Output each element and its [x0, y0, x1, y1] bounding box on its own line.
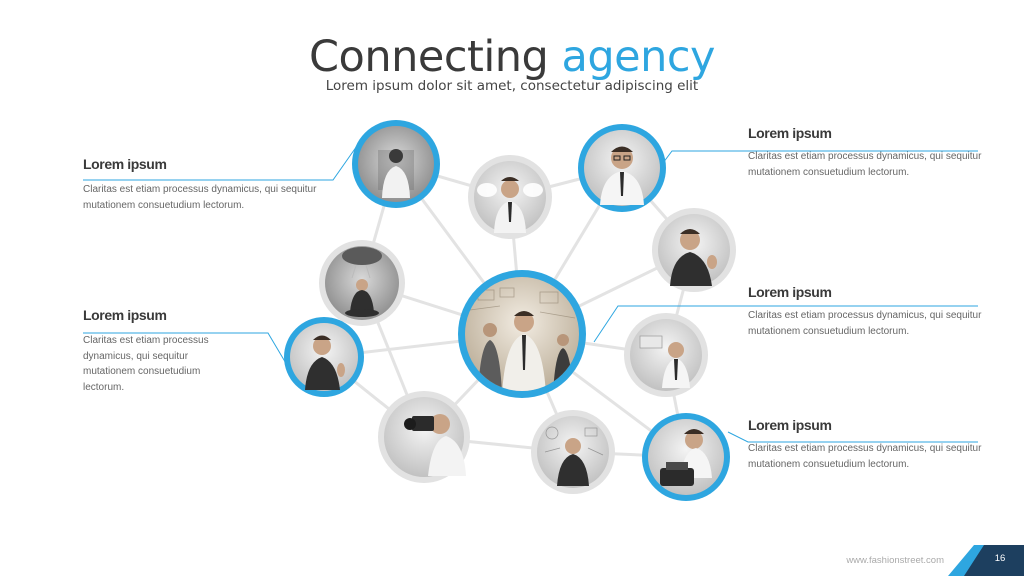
title-main: Connecting	[309, 32, 549, 82]
callout-body: Claritas est etiam processus dynamicus, …	[748, 310, 982, 337]
callout-middle-right: Lorem ipsum Claritas est etiam processus…	[748, 284, 983, 339]
slide-title: Connecting agency	[0, 30, 1024, 84]
callout-body: Claritas est etiam processus dynamicus, …	[748, 151, 982, 178]
callout-bottom-right: Lorem ipsum Claritas est etiam processus…	[748, 417, 983, 472]
node-thumbs-up-man	[652, 208, 736, 292]
callout-middle-left: Lorem ipsum Claritas est etiam processus…	[83, 307, 243, 395]
node-typewriter-man	[642, 413, 730, 501]
slide-subtitle: Lorem ipsum dolor sit amet, consectetur …	[325, 78, 699, 94]
callout-lines	[83, 142, 978, 443]
node-meditating-man	[319, 240, 405, 326]
callout-top-right: Lorem ipsum Claritas est etiam processus…	[748, 125, 983, 180]
footer-website[interactable]: www.fashionstreet.com	[846, 555, 944, 566]
node-corridor-man	[352, 120, 440, 208]
callout-body: Claritas est etiam processus dynamicus, …	[83, 184, 317, 211]
callout-heading: Lorem ipsum	[748, 125, 832, 141]
node-start-board-man	[624, 313, 708, 397]
callout-heading: Lorem ipsum	[748, 284, 832, 300]
callout-body: Claritas est etiam processus dynamicus, …	[748, 443, 982, 470]
node-photographer	[378, 391, 470, 483]
callout-top-left: Lorem ipsum Claritas est etiam processus…	[83, 156, 318, 213]
callout-heading: Lorem ipsum	[748, 417, 832, 433]
footer-graphic	[948, 545, 1024, 576]
node-center-team	[458, 270, 586, 398]
callout-heading: Lorem ipsum	[83, 307, 167, 323]
page-number: 16	[994, 553, 1006, 564]
node-left-thumbs-man	[284, 317, 364, 397]
callout-heading: Lorem ipsum	[83, 156, 167, 172]
callout-body: Claritas est etiam processus dynamicus, …	[83, 335, 209, 393]
node-steaming-man	[468, 155, 552, 239]
title-accent: agency	[561, 32, 716, 82]
node-glasses-man	[578, 124, 666, 212]
node-sketch-man	[531, 410, 615, 494]
